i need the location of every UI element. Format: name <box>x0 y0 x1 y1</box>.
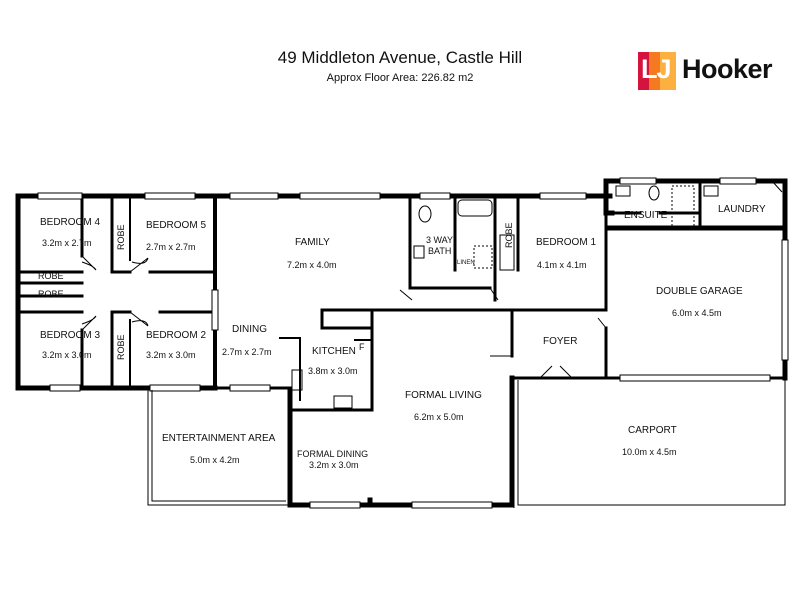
bedroom4-size: 3.2m x 2.7m <box>42 238 92 248</box>
carport-size: 10.0m x 4.5m <box>622 447 677 457</box>
formal-living-name: FORMAL LIVING <box>405 390 482 401</box>
dining-size: 2.7m x 2.7m <box>222 347 272 357</box>
robe-label: ROBE <box>116 334 126 360</box>
toilet-icon <box>418 205 432 223</box>
robe-label: ROBE <box>38 271 64 281</box>
sink-icon <box>291 369 303 391</box>
fixtures <box>291 185 719 409</box>
basin-icon <box>413 245 425 259</box>
bedroom5-name: BEDROOM 5 <box>146 220 206 231</box>
bedroom1-size: 4.1m x 4.1m <box>537 260 587 270</box>
fridge-label: F <box>359 342 365 352</box>
bathtub-icon <box>457 199 493 217</box>
logo-word: Hooker <box>682 54 773 84</box>
garage-size: 6.0m x 4.5m <box>672 308 722 318</box>
ensuite-name: ENSUITE <box>624 210 668 221</box>
garage-name: DOUBLE GARAGE <box>656 286 743 297</box>
foyer-name: FOYER <box>543 336 577 347</box>
shower-icon <box>671 185 695 227</box>
room-labels: BEDROOM 4 3.2m x 2.7m BEDROOM 5 2.7m x 2… <box>38 204 766 470</box>
carport-name: CARPORT <box>628 425 677 436</box>
bedroom5-size: 2.7m x 2.7m <box>146 242 196 252</box>
kitchen-size: 3.8m x 3.0m <box>308 366 358 376</box>
family-size: 7.2m x 4.0m <box>287 260 337 270</box>
formal-living-size: 6.2m x 5.0m <box>414 412 464 422</box>
robe-label: ROBE <box>116 224 126 250</box>
entertainment-name: ENTERTAINMENT AREA <box>162 433 276 444</box>
page-title: 49 Middleton Avenue, Castle Hill <box>277 48 523 67</box>
entertainment-size: 5.0m x 4.2m <box>190 455 240 465</box>
header: 49 Middleton Avenue, Castle Hill Approx … <box>0 0 800 110</box>
dining-name: DINING <box>232 324 267 335</box>
robe-label: ROBE <box>38 289 64 299</box>
bedroom3-size: 3.2m x 3.0m <box>42 350 92 360</box>
kitchen-name: KITCHEN <box>312 346 356 357</box>
floor-area-subtitle: Approx Floor Area: 226.82 m2 <box>326 72 474 84</box>
bath-name-line1: 3 WAY <box>426 235 453 245</box>
bedroom3-name: BEDROOM 3 <box>40 330 100 341</box>
lj-hooker-logo: LJ Hooker <box>638 52 786 90</box>
robe-label: ROBE <box>504 222 514 248</box>
bedroom4-name: BEDROOM 4 <box>40 217 100 228</box>
windows <box>37 177 789 509</box>
formal-dining-name: FORMAL DINING <box>297 449 368 459</box>
laundry-name: LAUNDRY <box>718 204 766 215</box>
interior-walls <box>16 179 702 412</box>
bedroom2-name: BEDROOM 2 <box>146 330 206 341</box>
open-areas <box>147 380 786 508</box>
cooktop-icon <box>333 395 353 409</box>
laundry-tub-icon <box>703 185 719 197</box>
robe-icon <box>499 234 515 271</box>
family-name: FAMILY <box>295 237 330 248</box>
doors <box>81 180 783 379</box>
logo-mark-text: LJ <box>641 54 672 84</box>
logo-mark-icon: LJ <box>638 52 676 90</box>
linen-label: LINEN <box>457 260 475 266</box>
shower-icon <box>473 245 493 269</box>
bedroom2-size: 3.2m x 3.0m <box>146 350 196 360</box>
bath-name-line2: BATH <box>428 246 451 256</box>
toilet-icon <box>648 185 660 201</box>
bedroom1-name: BEDROOM 1 <box>536 237 596 248</box>
formal-dining-size: 3.2m x 3.0m <box>309 460 359 470</box>
basin-icon <box>615 185 631 197</box>
